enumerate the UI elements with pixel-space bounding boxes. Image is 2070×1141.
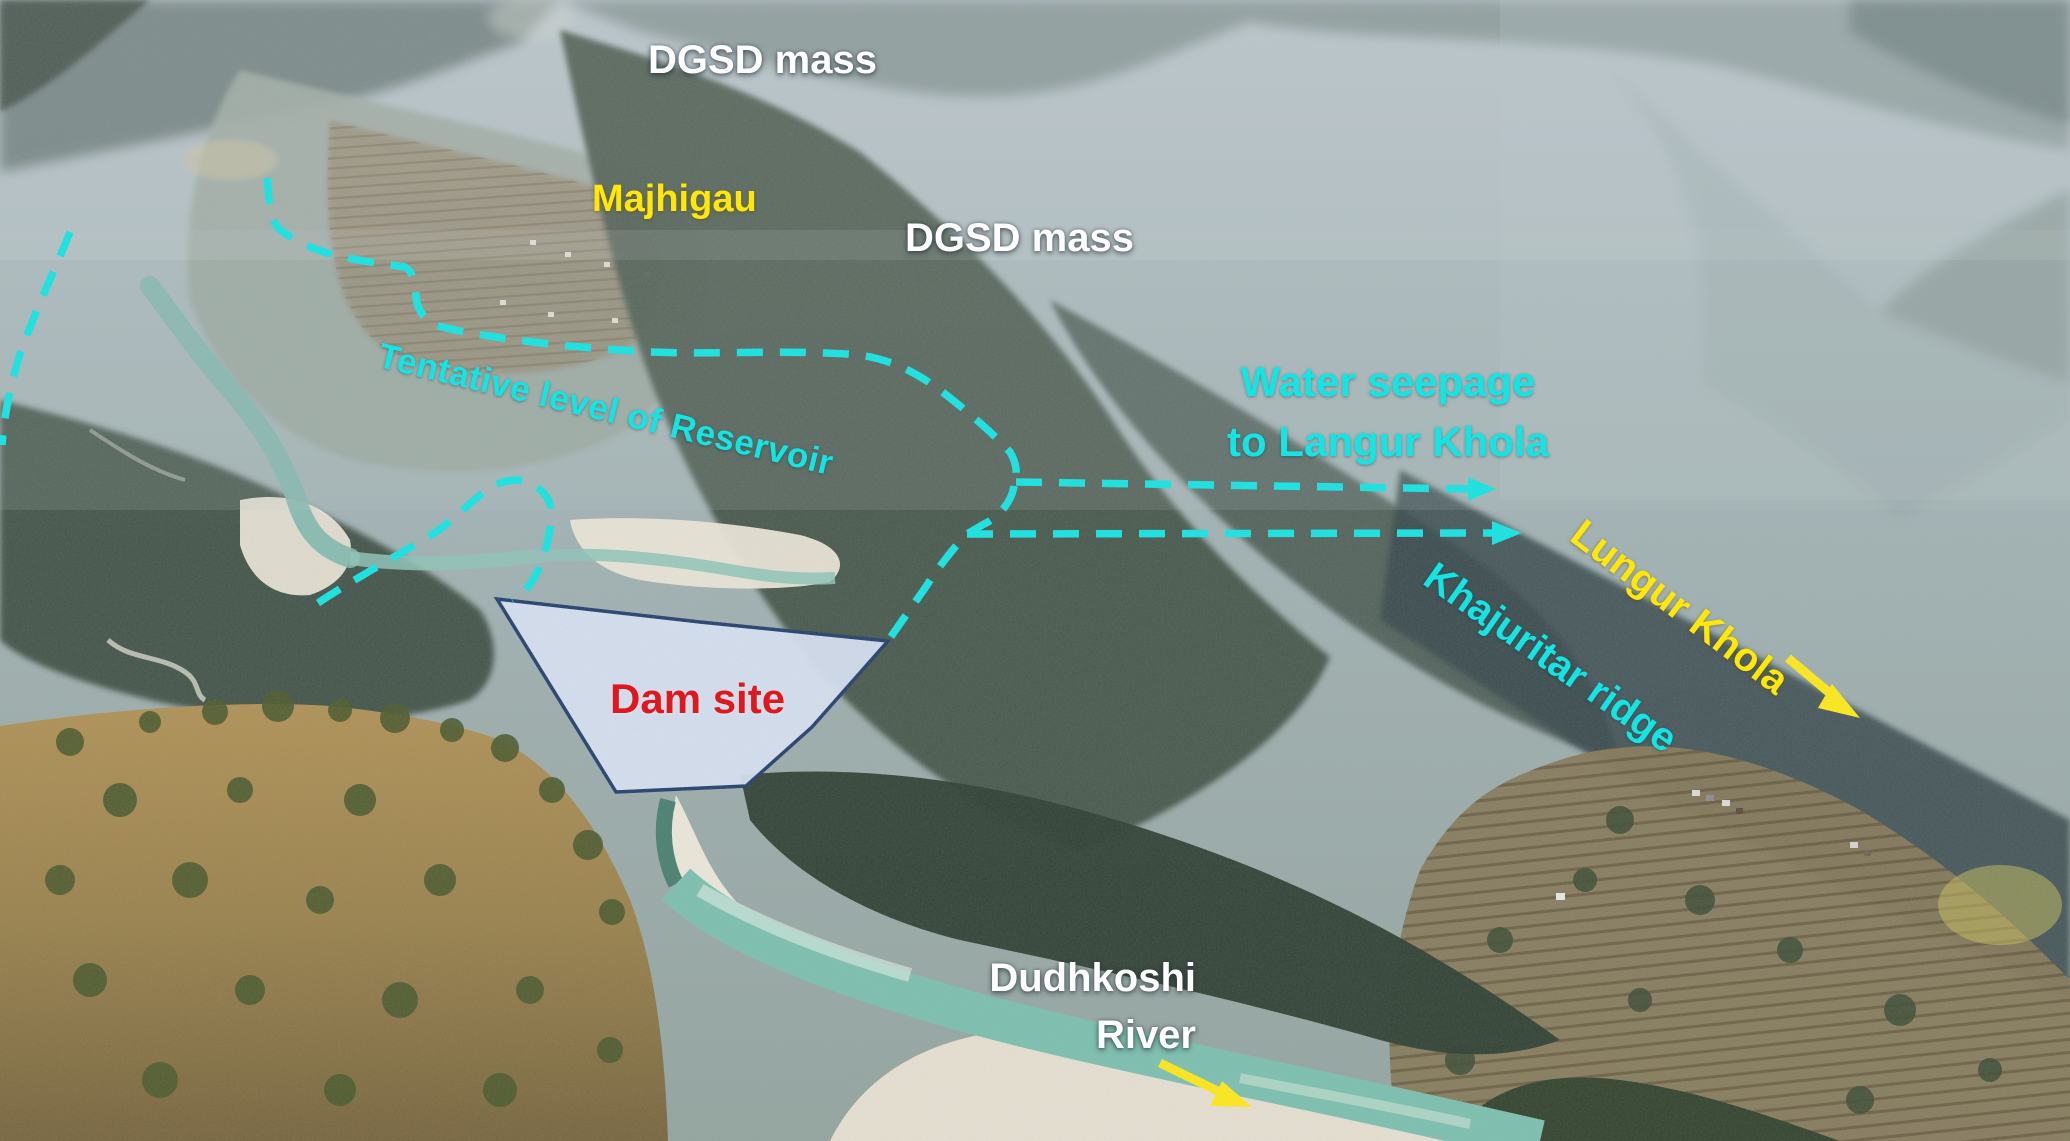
dudhkoshi-river-label-line2: River — [1095, 1013, 1196, 1057]
dudhkoshi-river-label-line1: Dudhkoshi — [989, 956, 1196, 1000]
dam-site-label: Dam site — [610, 675, 786, 722]
majhigau-village-label: Majhigau — [592, 178, 757, 220]
dgsd-mass-label-right: DGSD mass — [905, 216, 1134, 260]
water-seepage-label: Water seepage to Langur Khola — [1138, 352, 1638, 472]
dgsd-mass-label-top: DGSD mass — [648, 38, 877, 82]
water-seepage-label-line2: to Langur Khola — [1227, 418, 1549, 465]
dudhkoshi-river-label: Dudhkoshi River — [900, 950, 1196, 1064]
water-seepage-label-line1: Water seepage — [1240, 358, 1536, 405]
